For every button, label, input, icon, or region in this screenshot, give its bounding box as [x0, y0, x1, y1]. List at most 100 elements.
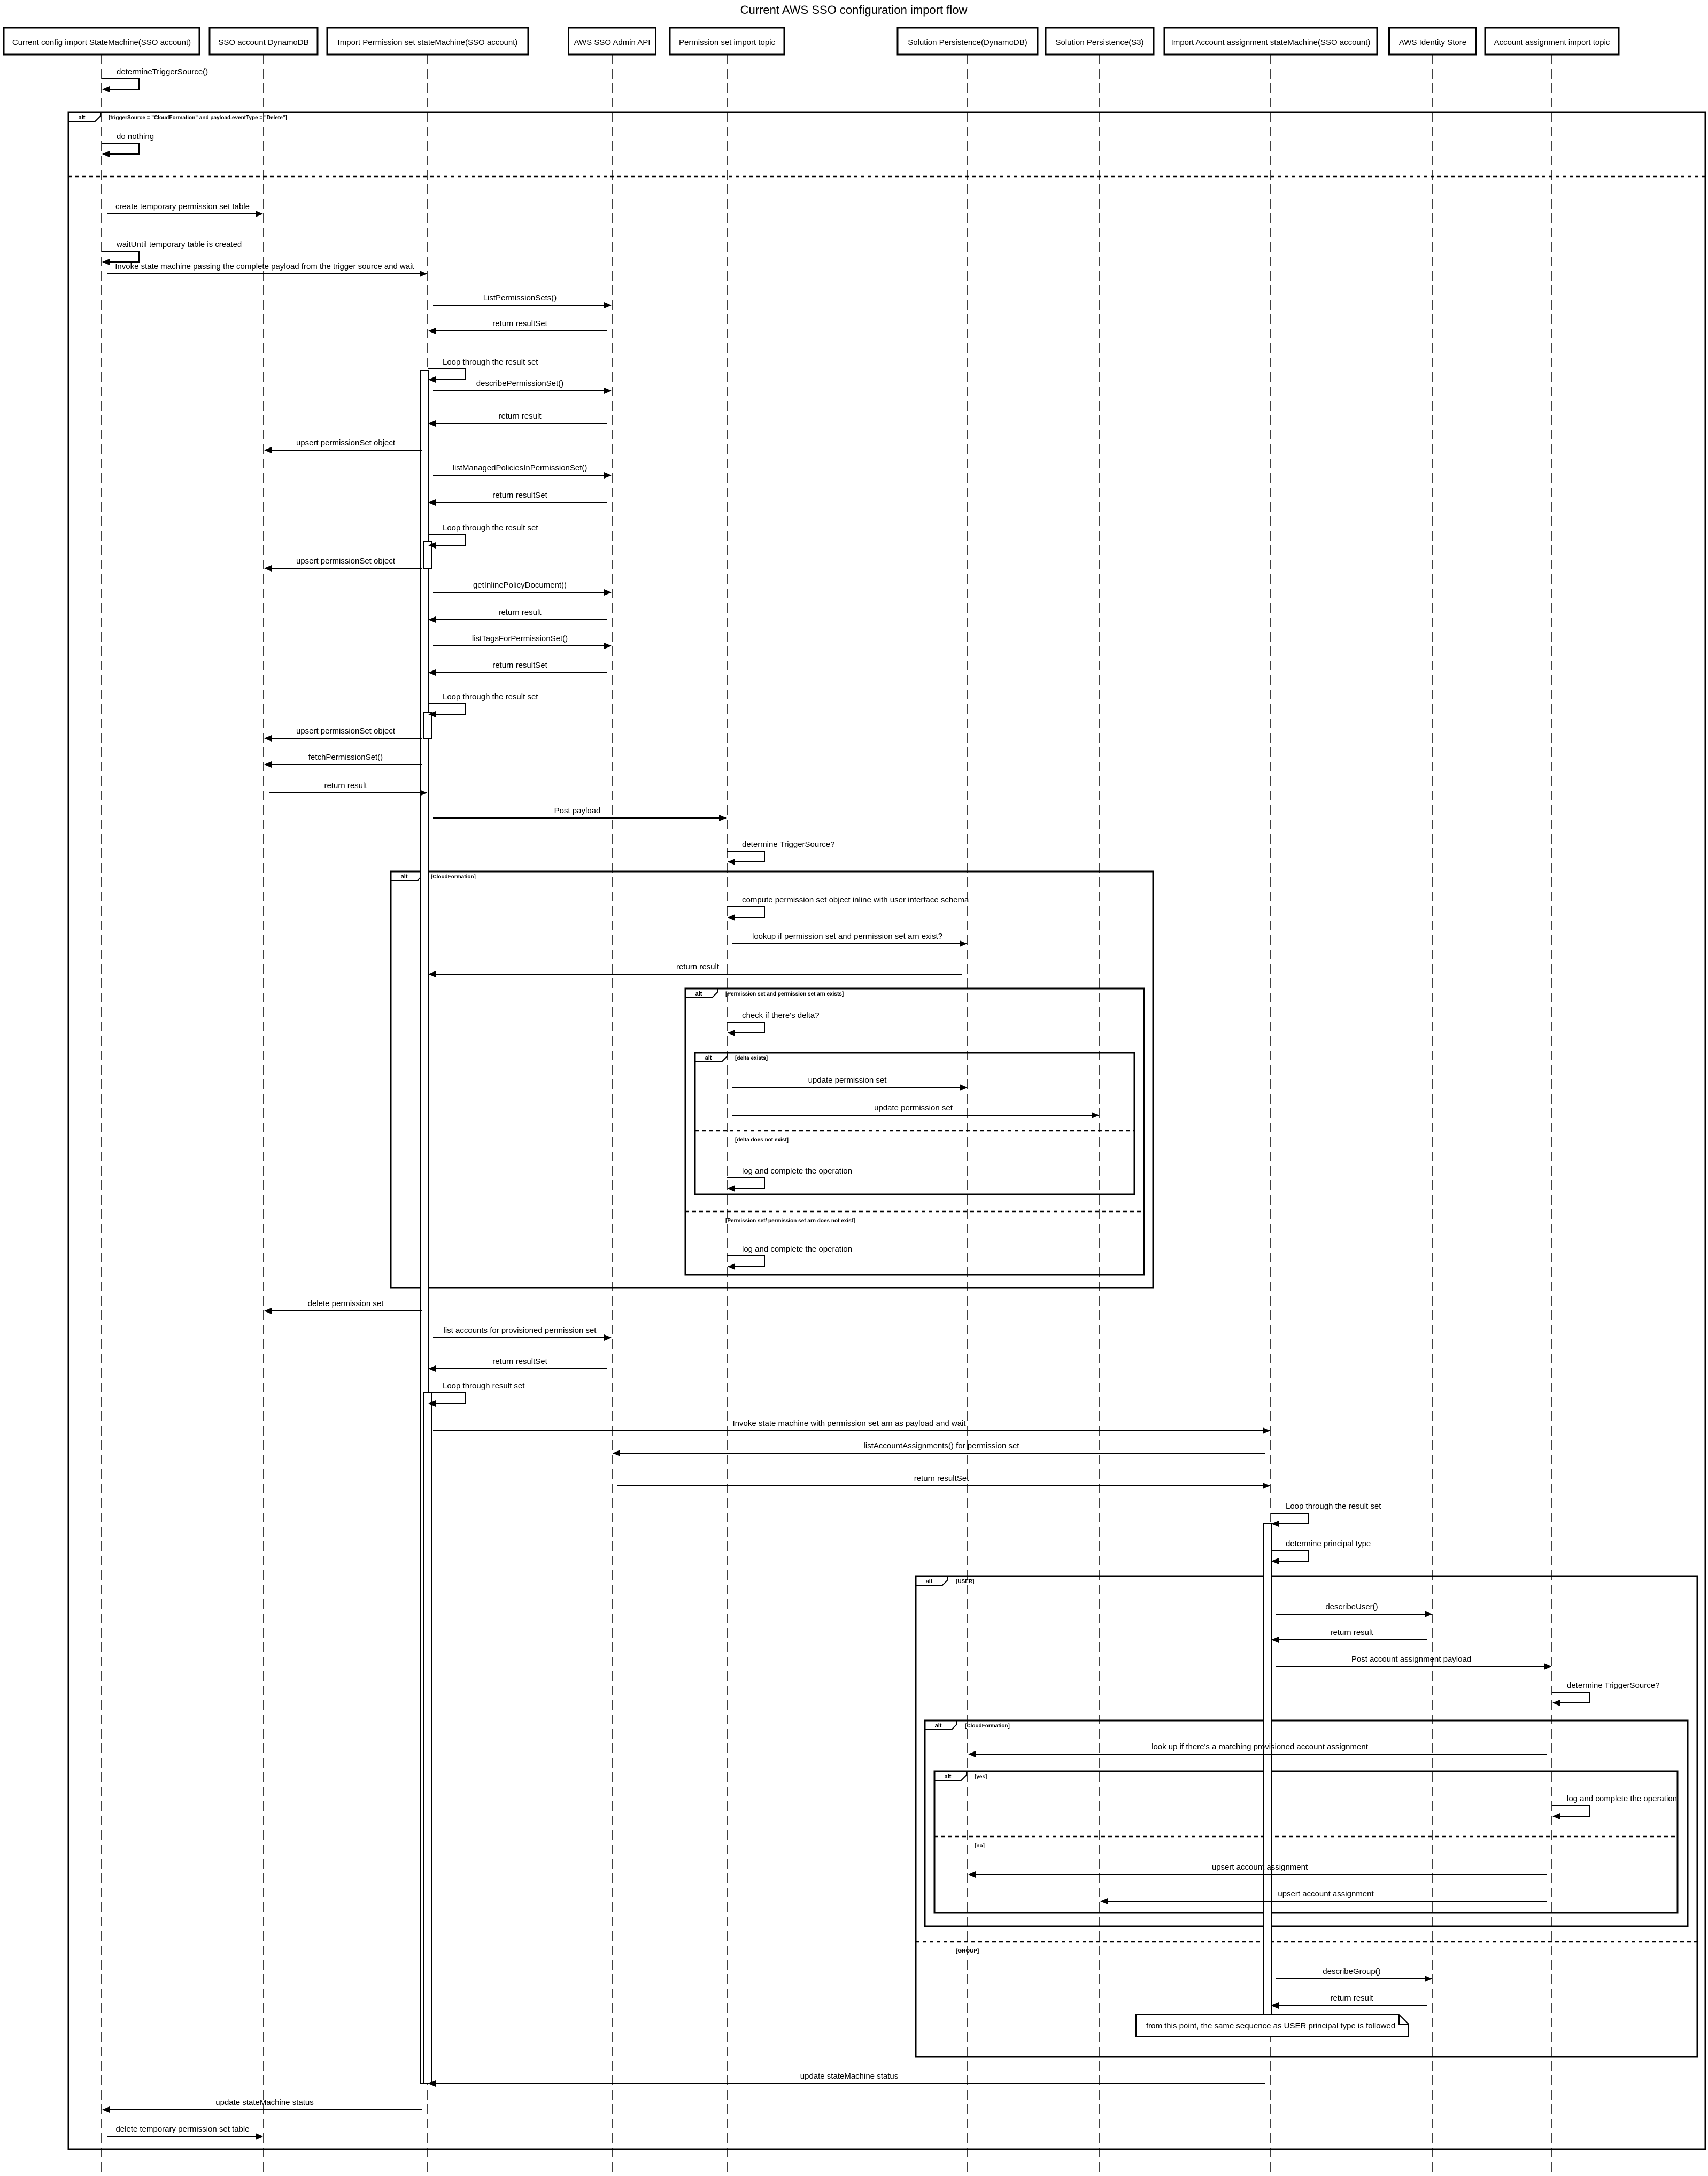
note-box: [1135, 2014, 1409, 2037]
participant-label: Permission set import topic: [679, 38, 776, 47]
message-label: update stateMachine status: [215, 2098, 313, 2107]
message: waitUntil temporary table is created: [102, 240, 242, 265]
self-message-arrow: [727, 906, 765, 921]
message: return result: [428, 608, 607, 623]
message-label: determineTriggerSource(): [117, 67, 208, 76]
message-label: listManagedPoliciesInPermissionSet(): [453, 464, 588, 473]
message: upsert permissionSet object: [264, 727, 422, 742]
message: list accounts for provisioned permission…: [433, 1326, 612, 1341]
message: update stateMachine status: [428, 2072, 1265, 2087]
fragment-else-guard: [GROUP]: [956, 1948, 979, 1954]
message-label: do nothing: [117, 132, 154, 141]
fragment-frame: [390, 870, 1154, 1289]
participant-box: [1388, 27, 1477, 56]
fragment-frame: [684, 987, 1145, 1276]
message-label: delete permission set: [308, 1299, 384, 1308]
message: return result: [428, 962, 962, 977]
message: Loop through the result set: [428, 692, 538, 717]
message-label: return resultSet: [492, 319, 547, 328]
participant-box: [568, 27, 656, 56]
message: upsert permissionSet object: [264, 557, 422, 572]
message-label: describeGroup(): [1323, 1967, 1380, 1976]
message-label: check if there's delta?: [742, 1011, 820, 1020]
participant-heads: Current config import StateMachine(SSO a…: [3, 27, 1620, 56]
fragment-frame: [915, 1575, 1698, 2058]
message: return resultSet: [428, 1357, 607, 1372]
message: describeUser(): [1276, 1602, 1432, 1617]
self-message-arrow: [428, 534, 466, 549]
self-message-arrow: [727, 1177, 765, 1192]
fragment-operator: alt: [926, 1578, 933, 1585]
activations: [420, 370, 1272, 2084]
fragment-frame: [924, 1719, 1689, 1927]
participant-label: Solution Persistence(DynamoDB): [908, 38, 1027, 47]
self-message-arrow: [102, 143, 140, 157]
message: update permission set: [732, 1076, 967, 1091]
message: determine TriggerSource?: [727, 840, 834, 865]
message-label: fetchPermissionSet(): [308, 753, 383, 762]
fragment-operator: alt: [705, 1055, 712, 1061]
message-label: Loop through the result set: [443, 358, 538, 367]
message: Loop through the result set: [1271, 1502, 1381, 1527]
message-label: Post account assignment payload: [1351, 1655, 1471, 1664]
self-message-arrow: [727, 851, 765, 865]
participant-p0: Current config import StateMachine(SSO a…: [3, 27, 200, 56]
fragment-else-guard: [no]: [975, 1843, 985, 1849]
message-label: compute permission set object inline wit…: [742, 896, 969, 905]
self-message-arrow: [428, 1392, 466, 1407]
self-message-arrow: [428, 703, 466, 717]
message-label: update stateMachine status: [800, 2072, 898, 2081]
message-label: return result: [324, 781, 367, 790]
message: fetchPermissionSet(): [264, 753, 422, 768]
self-message-arrow: [1552, 1692, 1590, 1706]
message-label: determine TriggerSource?: [742, 840, 834, 849]
fragment-guard: [CloudFormation]: [965, 1723, 1010, 1729]
message: return resultSet: [428, 491, 607, 506]
message-label: return resultSet: [492, 1357, 547, 1366]
fragment-alt: alt[delta exists][delta does not exist]: [694, 1052, 1135, 1195]
participant-p6: Solution Persistence(S3): [1045, 27, 1155, 56]
participant-box: [669, 27, 785, 56]
fragment-tab: [934, 1771, 967, 1781]
fragment-else-guard: [Permission set/ permission set arn does…: [725, 1218, 855, 1224]
message: compute permission set object inline wit…: [727, 896, 969, 921]
fragment-guard: [delta exists]: [735, 1055, 768, 1061]
message: ListPermissionSets(): [433, 294, 612, 308]
fragment-tab: [695, 1053, 728, 1062]
message-label: waitUntil temporary table is created: [116, 240, 242, 249]
message-label: return resultSet: [492, 491, 547, 500]
fragment-operator: alt: [935, 1723, 942, 1729]
participant-p9: Account assignment import topic: [1484, 27, 1620, 56]
message: Post payload: [433, 806, 727, 821]
fragment-alt: alt[Permission set and permission set ar…: [684, 987, 1145, 1276]
message: getInlinePolicyDocument(): [433, 581, 612, 596]
self-message-arrow: [102, 251, 140, 265]
message-label: return result: [498, 412, 542, 421]
participant-label: Account assignment import topic: [1494, 38, 1610, 47]
message-label: return result: [1330, 1628, 1373, 1637]
message: delete temporary permission set table: [107, 2125, 263, 2140]
note-fold: [1398, 2015, 1409, 2025]
message: return result: [269, 781, 427, 796]
fragment-operator: alt: [695, 991, 702, 997]
message: check if there's delta?: [727, 1011, 820, 1036]
self-message-arrow: [727, 1022, 765, 1036]
message: return result: [428, 412, 607, 427]
message: log and complete the operation: [1552, 1794, 1677, 1819]
message: determine principal type: [1271, 1539, 1371, 1564]
self-message-arrow: [1271, 1550, 1309, 1564]
participant-p1: SSO account DynamoDB: [208, 27, 319, 56]
message-label: lookup if permission set and permission …: [752, 932, 942, 941]
fragment-alt: alt[yes][no]: [933, 1770, 1679, 1914]
message-label: determine TriggerSource?: [1567, 1681, 1659, 1690]
message: upsert permissionSet object: [264, 438, 422, 453]
participant-box: [3, 27, 200, 56]
message-label: Loop through the result set: [1286, 1502, 1381, 1511]
message: return resultSet: [617, 1474, 1270, 1489]
message-label: upsert account assignment: [1278, 1889, 1374, 1899]
message-label: upsert permissionSet object: [296, 727, 396, 736]
fragment-operator: alt: [945, 1773, 952, 1780]
participant-label: SSO account DynamoDB: [218, 38, 308, 47]
message: delete permission set: [264, 1299, 422, 1314]
